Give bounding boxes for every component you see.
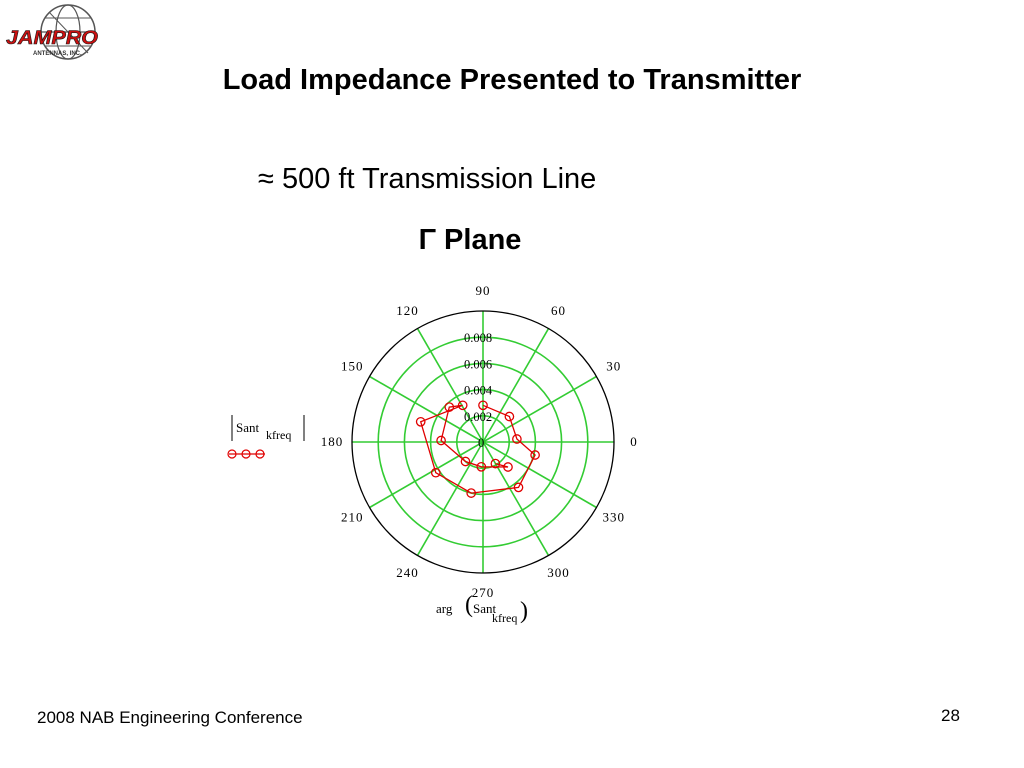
data-point-marker (415, 416, 426, 427)
series-layer (415, 400, 540, 498)
angle-tick-label: 180 (321, 434, 344, 449)
data-point-marker (436, 435, 446, 446)
angular-axis-label: arg ( Sant kfreq ) (436, 592, 528, 625)
axis-label-kfreq: kfreq (492, 611, 517, 625)
grid-spoke (482, 375, 597, 443)
axis-label-paren-close: ) (520, 598, 528, 624)
legend-label-main: Sant (236, 420, 260, 435)
angle-tick-label: 330 (603, 510, 626, 525)
radial-tick-label: 0.008 (464, 331, 492, 345)
axis-label-arg: arg (436, 601, 453, 616)
data-point-marker (530, 450, 540, 460)
data-point-marker (457, 400, 468, 411)
legend-marker (255, 449, 265, 459)
data-point-marker (466, 488, 477, 498)
slide-subtitle: ≈ 500 ft Transmission Line (258, 163, 597, 195)
angle-tick-label: 300 (547, 565, 570, 580)
logo-brand: JAMPRO (6, 28, 98, 49)
legend: Sant kfreq (227, 415, 305, 459)
grid-spoke (482, 441, 550, 556)
data-point-marker (512, 434, 522, 444)
data-point-marker (430, 467, 441, 478)
data-point-marker (476, 461, 487, 472)
data-point-marker (513, 482, 524, 493)
angle-tick-label: 30 (606, 359, 621, 374)
angle-tick-label: 150 (341, 359, 364, 374)
outer-frame (351, 310, 615, 574)
data-point-marker (460, 456, 471, 467)
radial-tick-label: 0.002 (464, 410, 492, 424)
radial-tick-label: 0.004 (464, 384, 493, 398)
logo-subtext: ANTENNAS, INC. (33, 51, 82, 57)
angle-tick-label: 120 (396, 303, 419, 318)
footer-conference: 2008 NAB Engineering Conference (37, 708, 303, 727)
angle-tick-label: 210 (341, 510, 364, 525)
data-point-marker (503, 462, 513, 472)
radial-tick-label: 0 (478, 436, 484, 450)
radial-tick-label: 0.006 (464, 357, 492, 371)
jampro-logo: JAMPRO ANTENNAS, INC. (2, 2, 102, 64)
data-point-marker (504, 411, 515, 422)
angle-tick-label: 60 (551, 303, 566, 318)
grid-spoke (416, 328, 484, 443)
angle-tick-label: 240 (396, 565, 419, 580)
page-number: 28 (941, 706, 960, 725)
polar-grid (351, 310, 615, 574)
grid-spoke (482, 328, 550, 443)
grid-spoke (416, 441, 484, 556)
jampro-logo-graphic: JAMPRO ANTENNAS, INC. (6, 4, 99, 60)
angle-tick-labels: 0 30 60 90 120 150 180 210 240 270 300 330 (321, 283, 638, 600)
axis-label-sant: Sant (473, 601, 497, 616)
angle-tick-label: 0 (630, 434, 638, 449)
slide-title: Load Impedance Presented to Transmitter (222, 64, 802, 96)
data-point-marker (490, 458, 501, 469)
legend-marker (227, 449, 237, 459)
grid-spoke (482, 441, 597, 509)
data-point-marker (444, 402, 455, 412)
grid-spoke (369, 441, 484, 509)
angle-tick-label: 270 (472, 585, 495, 600)
axis-label-paren-open: ( (465, 592, 473, 618)
legend-label-sub: kfreq (266, 428, 291, 442)
angle-tick-label: 90 (476, 283, 491, 298)
polar-chart: 0 0.002 0.004 0.006 0.008 0 30 60 90 120 150 180 21… (218, 276, 658, 636)
radial-tick-labels: 0 0.002 0.004 0.006 0.008 (464, 331, 493, 450)
grid-spoke (369, 375, 484, 443)
data-point-marker (478, 400, 488, 411)
gamma-plane-label: Γ Plane (418, 224, 522, 256)
series-line (419, 404, 536, 494)
legend-marker (241, 449, 251, 459)
polar-chart-svg: 0 0.002 0.004 0.006 0.008 0 30 60 90 120 150 180 21… (227, 283, 638, 625)
